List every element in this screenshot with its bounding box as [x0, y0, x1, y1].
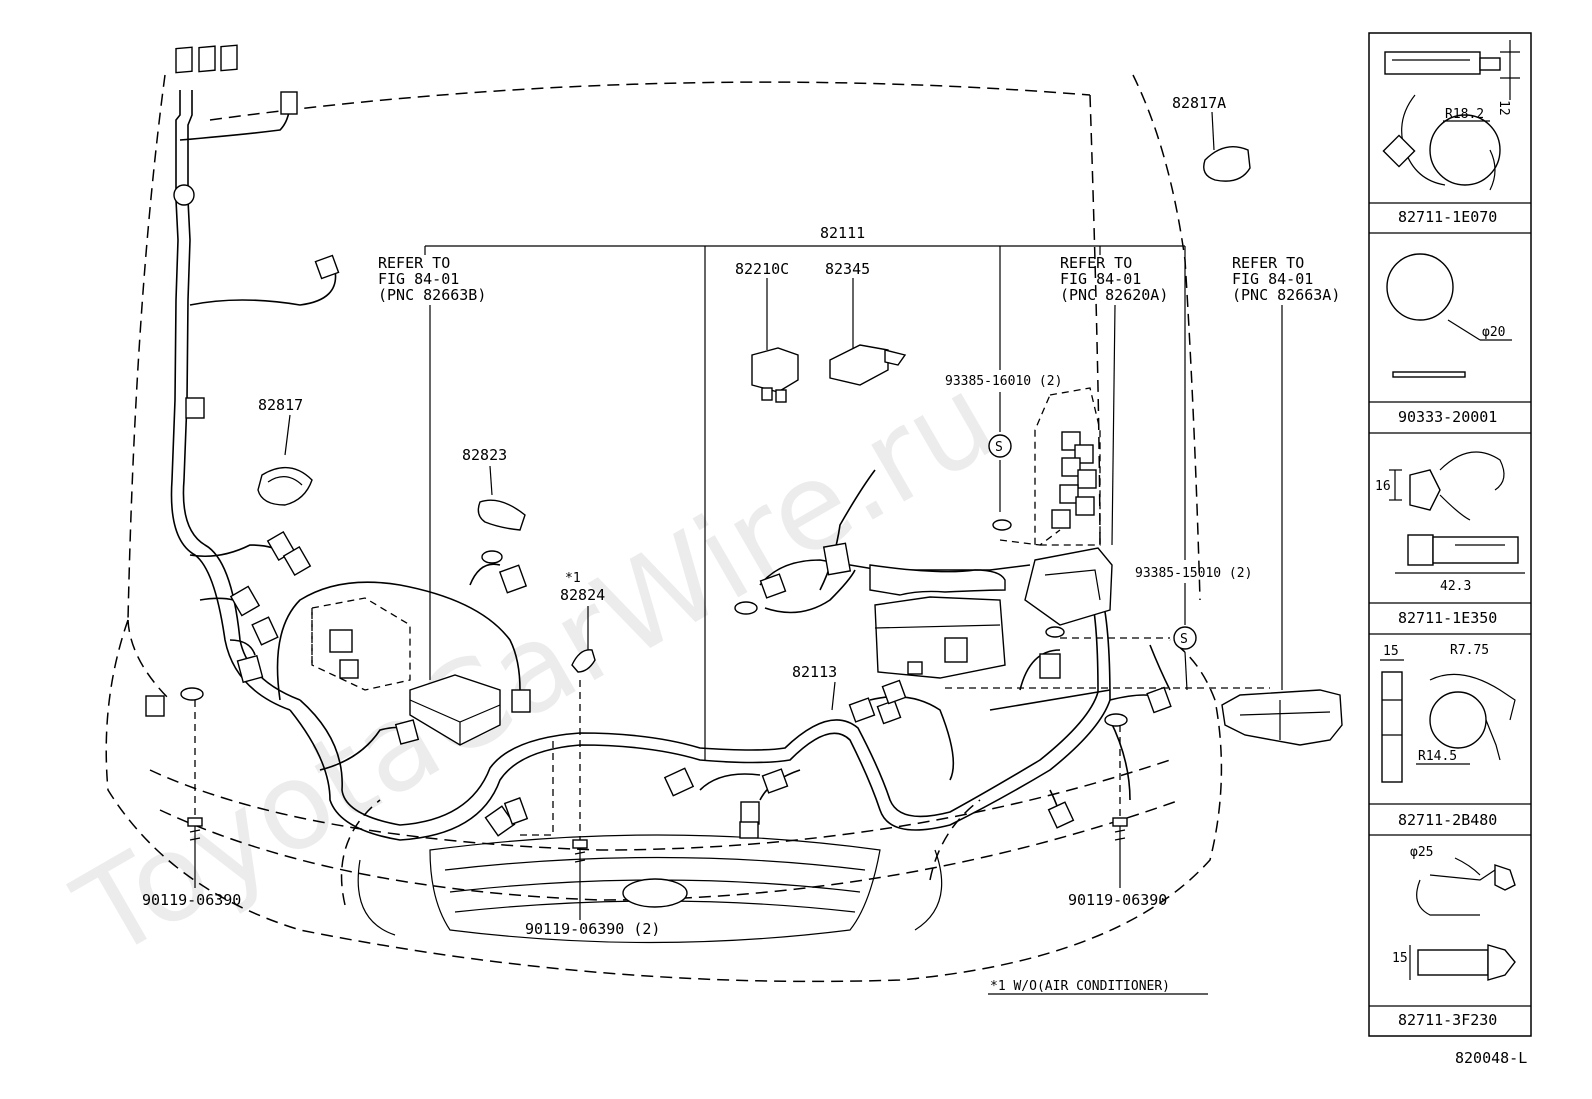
label-82111: 82111 — [820, 224, 865, 242]
part-90333-20001: 90333-20001 — [1398, 408, 1497, 426]
front-grille — [357, 834, 943, 944]
tape-90333-20001-drawing: φ20 — [1386, 253, 1512, 378]
refer-right-line3: (PNC 82663A) — [1232, 286, 1340, 304]
cover-82823 — [477, 499, 526, 531]
s-marker-upper: S — [995, 440, 1003, 455]
parts-side-panel: 12 R18.2 82711-1E070 φ20 90333-20001 16 — [1368, 32, 1532, 1037]
label-82817a: 82817A — [1172, 94, 1226, 112]
module-82345 — [829, 344, 907, 386]
dim-r14-5: R14.5 — [1418, 749, 1457, 764]
refer-mid-line3: (PNC 82620A) — [1060, 286, 1168, 304]
dim-phi25: φ25 — [1410, 845, 1433, 860]
clamp-82711-1e350-drawing: 16 42.3 — [1375, 451, 1525, 594]
label-93385-16010: 93385-16010 (2) — [945, 374, 1062, 389]
refer-right-line1: REFER TO — [1232, 254, 1304, 272]
clamp-82711-2b480-drawing: 15 R7.75 R14.5 — [1380, 643, 1516, 783]
engine-room-fuse-block — [311, 597, 501, 746]
dim-r18-2: R18.2 — [1445, 107, 1484, 122]
vehicle-body-outline — [105, 74, 1223, 983]
leader-lines — [194, 111, 1283, 920]
footnote: *1 W/O(AIR CONDITIONER) — [990, 979, 1170, 994]
refer-mid-line1: REFER TO — [1060, 254, 1132, 272]
dim-15-a: 15 — [1383, 644, 1399, 659]
refer-left-line1: REFER TO — [378, 254, 450, 272]
connectors — [145, 44, 1172, 839]
dim-16: 16 — [1375, 479, 1391, 494]
clip-82817a — [1203, 146, 1251, 182]
part-82711-3f230: 82711-3F230 — [1398, 1011, 1497, 1029]
clamp-82711-3f230-drawing: φ25 15 — [1392, 845, 1516, 981]
main-wire-harness — [170, 90, 1171, 841]
dim-42-3: 42.3 — [1440, 579, 1471, 594]
clip-82817 — [257, 467, 313, 506]
label-82823: 82823 — [462, 446, 507, 464]
harness-cover-bracket — [869, 564, 1343, 746]
refer-mid-line2: FIG 84-01 — [1060, 270, 1141, 288]
label-82817: 82817 — [258, 396, 303, 414]
label-bolt-center: 90119-06390 (2) — [525, 920, 660, 938]
bolt-center — [572, 839, 588, 872]
dim-phi20: φ20 — [1482, 325, 1505, 340]
label-bolt-right: 90119-06390 — [1068, 891, 1167, 909]
relay-block-right — [1024, 387, 1113, 626]
dim-15-b: 15 — [1392, 951, 1408, 966]
relay-82210c — [751, 347, 799, 403]
label-82345: 82345 — [825, 260, 870, 278]
refer-left-line3: (PNC 82663B) — [378, 286, 486, 304]
refer-right-line2: FIG 84-01 — [1232, 270, 1313, 288]
label-star1: *1 — [565, 571, 581, 586]
callout-labels: 82111 82817A 82817 82823 *1 82824 82210C… — [142, 94, 1527, 1067]
part-82711-1e070: 82711-1E070 — [1398, 208, 1497, 226]
dim-12: 12 — [1496, 100, 1511, 116]
label-93385-15010: 93385-15010 (2) — [1135, 566, 1252, 581]
label-82113: 82113 — [792, 663, 837, 681]
bolt-right — [1112, 817, 1128, 850]
s-marker-lower: S — [1180, 632, 1188, 647]
label-bolt-left: 90119-06390 — [142, 891, 241, 909]
label-82824: 82824 — [560, 586, 605, 604]
dim-r7-75: R7.75 — [1450, 643, 1489, 658]
figure-code: 820048-L — [1455, 1049, 1527, 1067]
part-82711-1e350: 82711-1E350 — [1398, 609, 1497, 627]
part-82711-2b480: 82711-2B480 — [1398, 811, 1497, 829]
clamp-82711-1e070-drawing: 12 R18.2 — [1382, 40, 1520, 191]
bolt-left — [187, 817, 203, 850]
refer-left-line2: FIG 84-01 — [378, 270, 459, 288]
grommet-82824 — [571, 649, 596, 673]
ecu-box — [874, 596, 1006, 679]
label-82210c: 82210C — [735, 260, 789, 278]
